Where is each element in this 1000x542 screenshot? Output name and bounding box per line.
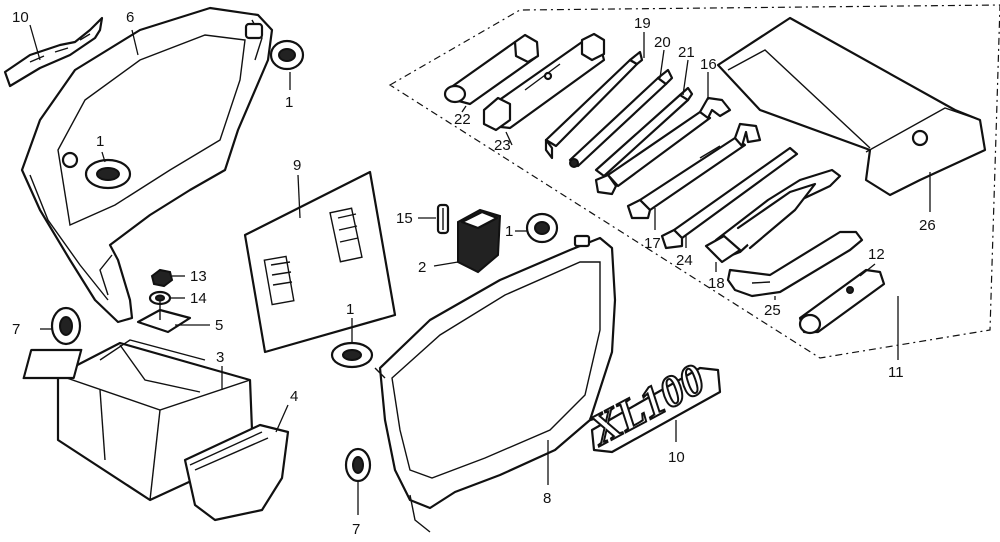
tool-bag	[716, 16, 987, 197]
screwdriver-21	[594, 86, 694, 178]
box-spanner	[482, 32, 606, 132]
pliers	[704, 168, 842, 264]
tool-kit-frame	[388, 4, 1000, 359]
callout-14: 14	[190, 290, 207, 307]
callout-12: 12	[868, 246, 885, 263]
caution-label-sheet	[243, 170, 397, 354]
callout-7: 7	[352, 521, 360, 538]
screwdriver-19	[544, 50, 644, 160]
callout-16: 16	[700, 56, 717, 73]
callout-1: 1	[505, 223, 513, 240]
callout-1: 1	[346, 301, 354, 318]
callout-25: 25	[764, 302, 781, 319]
callout-3: 3	[216, 349, 224, 366]
screwdriver-20	[568, 68, 674, 168]
callout-1: 1	[285, 94, 293, 111]
callout-24: 24	[676, 252, 693, 269]
callout-9: 9	[293, 157, 301, 174]
open-end-wrench-16	[594, 96, 732, 196]
grommet-1d	[330, 341, 374, 369]
callout-2: 2	[418, 259, 426, 276]
open-end-wrench-17	[626, 122, 762, 220]
callout-10: 10	[12, 9, 29, 26]
open-end-wrench-24	[660, 146, 799, 250]
callout-21: 21	[678, 44, 695, 61]
extension-bar	[443, 33, 540, 106]
grommet-1a	[84, 158, 132, 190]
callout-19: 19	[634, 15, 651, 32]
left-side-cover	[20, 6, 274, 324]
callout-7: 7	[12, 321, 20, 338]
right-side-cover	[374, 234, 617, 533]
callout-5: 5	[215, 317, 223, 334]
grommet-1b	[269, 39, 305, 71]
tool-box-lid	[183, 423, 290, 522]
callout-11: 11	[888, 364, 904, 381]
callout-1: 1	[96, 133, 104, 150]
callout-15: 15	[396, 210, 413, 227]
stripe-decal	[3, 16, 104, 88]
nut-13	[150, 268, 174, 288]
battery-bracket	[136, 300, 192, 334]
callout-13: 13	[190, 268, 207, 285]
leader-lines	[29, 24, 931, 515]
fuse-holder	[457, 208, 502, 274]
callout-8: 8	[543, 490, 551, 507]
fuse	[436, 203, 450, 235]
callout-20: 20	[654, 34, 671, 51]
callout-4: 4	[290, 388, 298, 405]
grommet-7b	[344, 447, 372, 483]
callout-10: 10	[668, 449, 685, 466]
callout-18: 18	[708, 275, 725, 292]
grommet-1c	[525, 212, 559, 244]
spark-plug-wrench	[798, 268, 886, 335]
callout-17: 17	[644, 235, 661, 252]
callout-23: 23	[494, 137, 511, 154]
callout-6: 6	[126, 9, 134, 26]
grommet-7a	[50, 306, 82, 346]
callout-labels: 10 6 1 1 9 13 14 5 7 3 4 15 1 2 1 8 7 10…	[12, 9, 936, 538]
callout-22: 22	[454, 111, 471, 128]
hook-spanner	[726, 230, 864, 298]
callout-26: 26	[919, 217, 936, 234]
